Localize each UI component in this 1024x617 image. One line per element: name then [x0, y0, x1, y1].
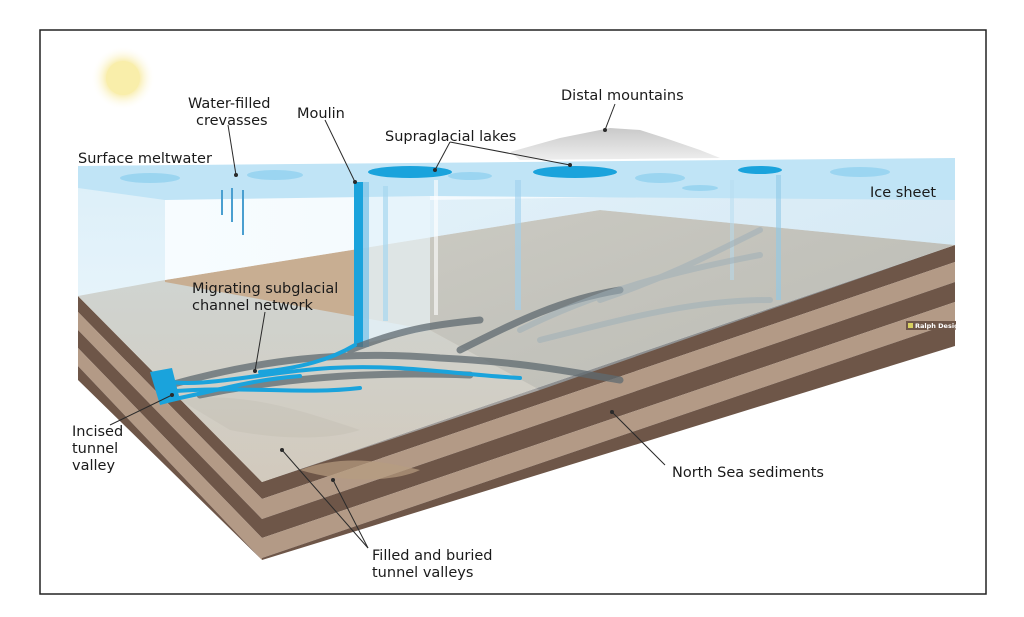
ice-surface	[78, 158, 955, 200]
faint-channels	[517, 227, 773, 343]
label-moulin: Moulin	[297, 106, 345, 122]
label-filled-buried-2: tunnel valleys	[372, 565, 473, 581]
ice-right-volume	[430, 192, 955, 390]
credit-text: Ralph Design	[915, 322, 964, 330]
label-surface-meltwater: Surface meltwater	[78, 151, 212, 167]
surface-meltwater-patches	[120, 167, 890, 191]
leader-lines	[109, 103, 666, 549]
sun-icon	[91, 46, 155, 110]
label-migrating-2: channel network	[192, 298, 313, 314]
subglacial-channel-network	[156, 343, 522, 402]
label-ice-sheet: Ice sheet	[870, 185, 936, 201]
moulin-shafts	[354, 175, 781, 347]
label-water-filled-1: Water-filled	[188, 96, 270, 112]
label-distal-mountains: Distal mountains	[561, 88, 684, 104]
label-migrating-1: Migrating subglacial	[192, 281, 338, 297]
distal-mountains-shape	[510, 128, 720, 160]
water-filled-crevasses	[221, 188, 244, 235]
label-north-sea-sediments: North Sea sediments	[672, 465, 824, 481]
credit-badge: Ralph Design	[906, 321, 964, 330]
label-incised-1: Incised	[72, 424, 123, 440]
ice-front-face	[78, 186, 540, 482]
supraglacial-lakes	[368, 166, 782, 178]
label-incised-2: tunnel	[72, 441, 118, 457]
label-supraglacial-lakes: Supraglacial lakes	[385, 129, 516, 145]
label-water-filled-2: crevasses	[196, 113, 268, 129]
label-filled-buried-1: Filled and buried	[372, 548, 493, 564]
sediment-front-face	[78, 296, 262, 560]
ice-inner-wall	[355, 190, 430, 345]
sediment-right-face	[262, 245, 955, 560]
label-incised-3: valley	[72, 458, 115, 474]
